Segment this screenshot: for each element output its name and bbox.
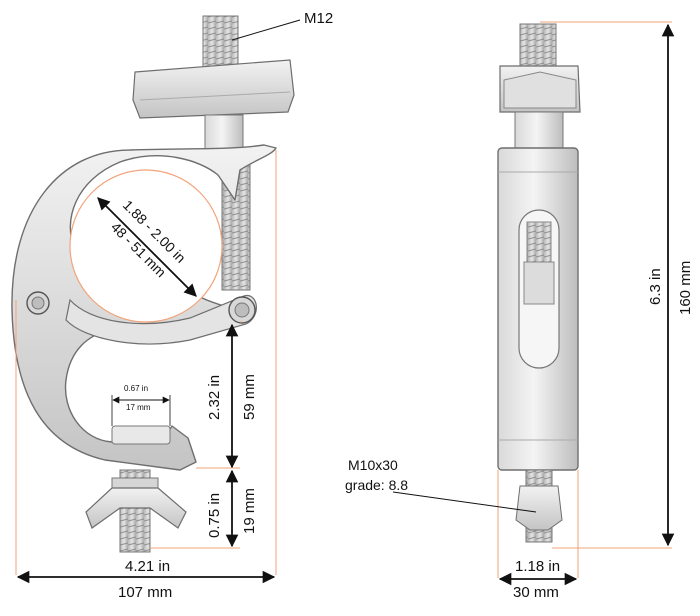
bottom-bolt-grade-label: grade: 8.8 bbox=[345, 477, 408, 493]
front-wing-nut bbox=[515, 485, 563, 531]
depth-in-label: 1.18 in bbox=[515, 558, 560, 575]
jaw-height-in-label: 2.32 in bbox=[206, 375, 223, 420]
depth-mm-label: 30 mm bbox=[513, 584, 559, 601]
wing-height-in-label: 0.75 in bbox=[206, 493, 223, 538]
slot-block bbox=[111, 425, 171, 445]
total-height-in-label: 6.3 in bbox=[647, 268, 664, 305]
wing-nut bbox=[85, 487, 187, 529]
jaw-height-mm-label: 59 mm bbox=[241, 374, 258, 420]
top-bolt-label: M12 bbox=[304, 10, 333, 27]
slot-width-in-label: 0.67 in bbox=[124, 384, 148, 393]
front-shaft bbox=[514, 111, 564, 149]
side-view: 1.88 - 2.00 in 48 - 51 mm 0.67 in 17 mm … bbox=[11, 10, 333, 601]
wing-height-mm-label: 19 mm bbox=[241, 488, 258, 534]
bottom-bolt-size-label: M10x30 bbox=[348, 457, 398, 473]
slot-width-mm-label: 17 mm bbox=[126, 403, 151, 412]
front-view: 6.3 in 160 mm 1.18 in 30 mm M10x30 grade… bbox=[345, 21, 694, 601]
jaw-arm bbox=[65, 295, 257, 345]
t-handle bbox=[132, 59, 295, 119]
width-mm-label: 107 mm bbox=[118, 584, 172, 601]
total-height-mm-label: 160 mm bbox=[677, 261, 694, 315]
width-in-label: 4.21 in bbox=[125, 558, 170, 575]
pipe-diameter-arrow bbox=[97, 197, 197, 297]
